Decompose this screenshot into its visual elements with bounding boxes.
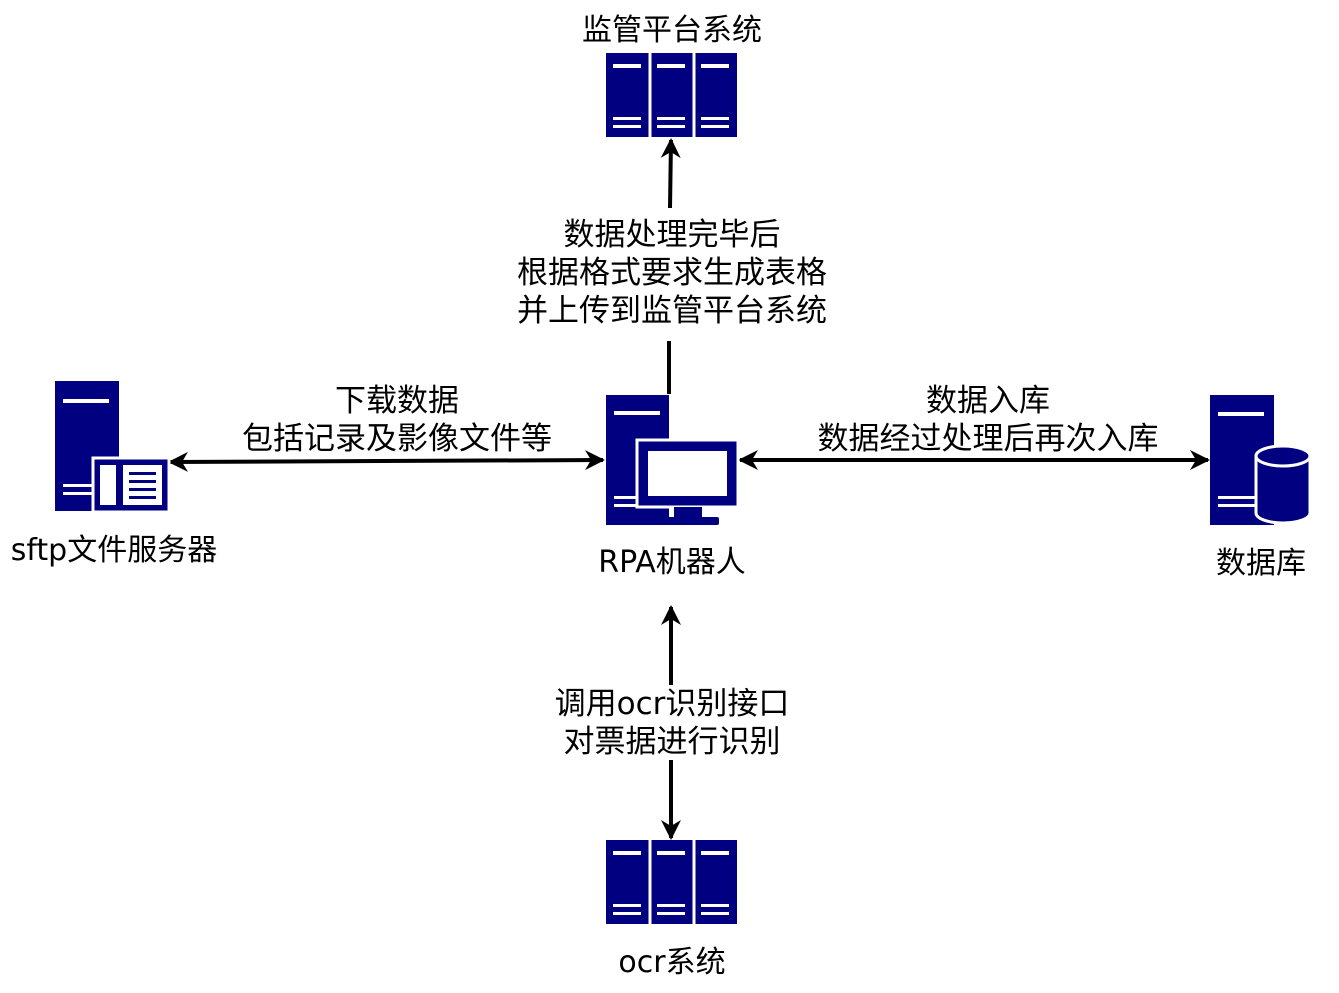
node-label: ocr系统 [618,945,725,980]
node-ocr-system: ocr系统 [606,840,737,980]
node-sftp-server: sftp文件服务器 [11,381,217,568]
edge-label-line: 包括记录及影像文件等 [242,421,552,457]
edge-label-line: 调用ocr识别接口 [555,686,790,722]
edge-line [168,450,605,472]
edge-label-rpa-database: 数据入库 数据经过处理后再次入库 [818,383,1159,457]
server-rack-icon [606,840,737,924]
edge-label-line: 数据处理完毕后 [564,217,781,253]
node-label: RPA机器人 [598,545,746,580]
edge-label-rpa-sftp: 下载数据 包括记录及影像文件等 [242,383,552,457]
edge-label-line: 数据入库 [926,383,1050,419]
node-label: sftp文件服务器 [11,533,217,568]
edge-label-rpa-monitor: 数据处理完毕后 根据格式要求生成表格 并上传到监管平台系统 [517,217,827,329]
edge-line-upper [660,138,681,209]
workstation-icon [606,395,740,525]
node-database: 数据库 [1210,395,1312,581]
edge-rpa-sftp [168,450,605,472]
node-monitor-platform: 监管平台系统 [582,13,762,137]
edge-label-line: 下载数据 [335,383,459,419]
server-rack-icon [606,53,737,137]
edge-label-line: 数据经过处理后再次入库 [818,421,1159,457]
edge-label-rpa-ocr: 调用ocr识别接口 对票据进行识别 [555,686,790,760]
edge-label-line: 根据格式要求生成表格 [517,255,827,291]
node-label: 数据库 [1216,546,1306,581]
node-rpa-robot: RPA机器人 [598,395,746,580]
node-label: 监管平台系统 [582,13,762,48]
file-server-icon [55,381,171,514]
edge-label-line: 并上传到监管平台系统 [517,293,827,329]
edge-label-line: 对票据进行识别 [564,724,781,760]
database-server-icon [1210,395,1312,525]
edge-rpa-to-monitor [660,138,681,394]
